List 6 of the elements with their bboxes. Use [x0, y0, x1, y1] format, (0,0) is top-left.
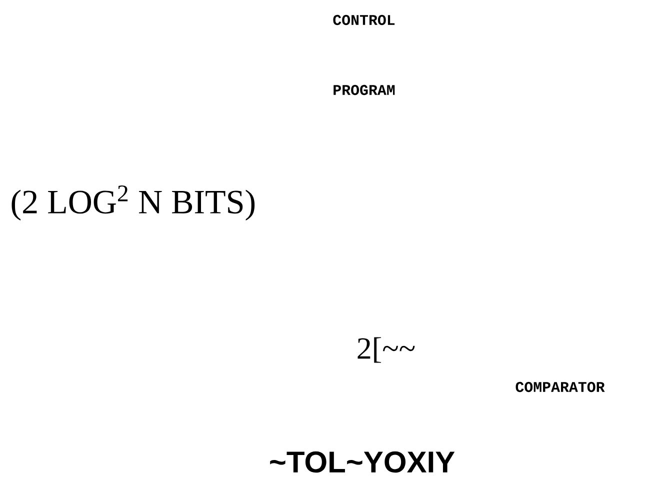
- label: CONTROL: [333, 14, 395, 26]
- label: PROGRAM: [334, 84, 395, 96]
- label: (2 LOG$^{2}$ N BITS): [12, 186, 255, 221]
- label: COMPARATOR: [516, 382, 605, 392]
- label: 2[~~: [358, 337, 415, 363]
- label: ~TOL~YOXIY: [270, 451, 455, 473]
